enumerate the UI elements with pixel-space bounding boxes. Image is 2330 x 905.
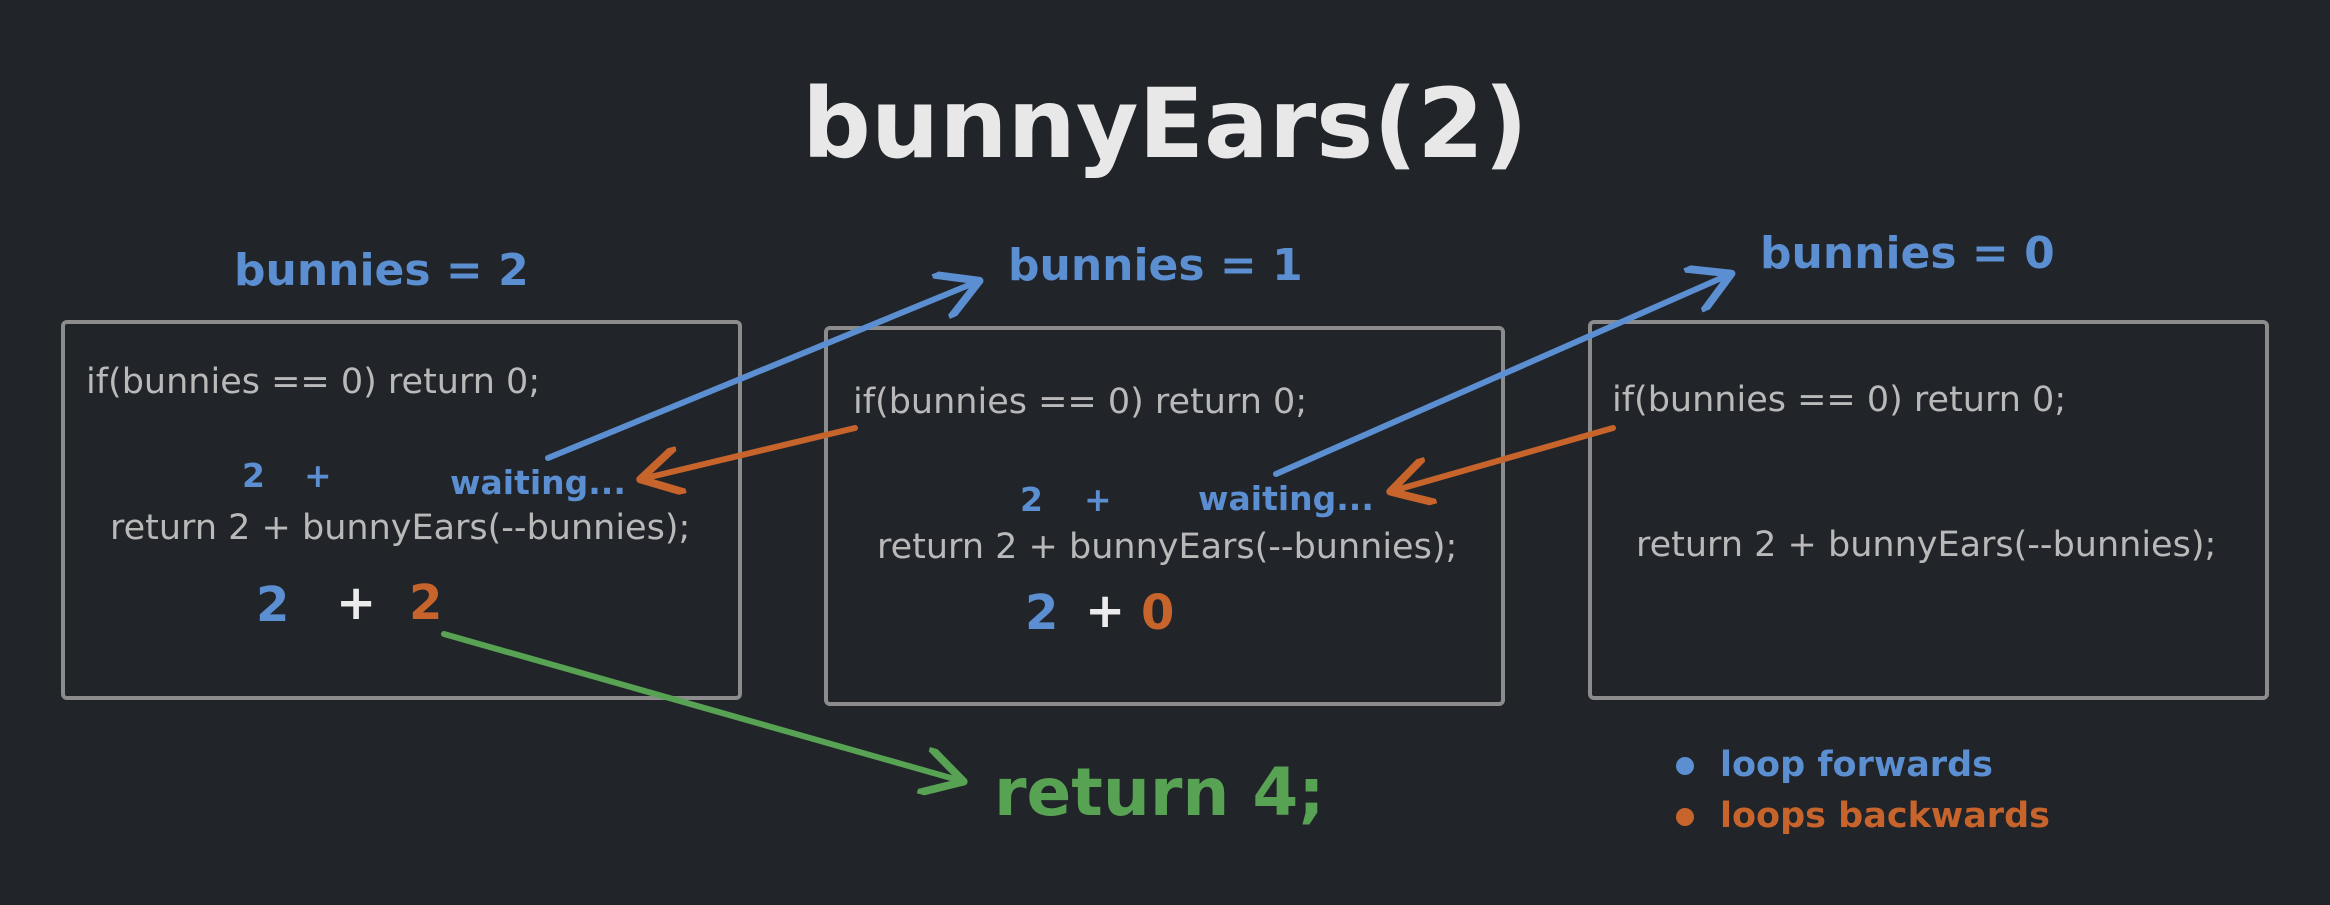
frame-2-result-right: 0 [1141, 585, 1175, 641]
legend-forward-dot [1676, 757, 1694, 775]
frame-1-pending-value: 2 [242, 456, 265, 495]
frame-3-base-case: if(bunnies == 0) return 0; [1612, 380, 2067, 420]
legend-backward-label: loops backwards [1720, 796, 2050, 836]
frame-1-pending-plus: + [304, 456, 332, 495]
frame-1-result-plus: + [336, 575, 377, 631]
frame-2-pending-plus: + [1084, 480, 1112, 519]
frame-1-header: bunnies = 2 [234, 245, 529, 296]
backward-arrow-1 [646, 425, 858, 478]
backward-arrow-2 [1396, 425, 1616, 490]
frame-2-recursive-call: return 2 + bunnyEars(--bunnies); [877, 527, 1458, 567]
stack-frame-2 [824, 326, 1505, 706]
forward-arrow-2 [1273, 276, 1726, 477]
frame-1-result-left: 2 [256, 577, 290, 633]
legend-forward-label: loop forwards [1720, 745, 1993, 785]
frame-2-result-plus: + [1085, 583, 1126, 639]
legend-forward: loop forwards [1676, 745, 1993, 785]
legend-backward-dot [1676, 808, 1694, 826]
stack-frame-1 [61, 320, 742, 700]
frame-3-header: bunnies = 0 [1760, 228, 2055, 279]
frame-1-recursive-call: return 2 + bunnyEars(--bunnies); [110, 508, 691, 548]
frame-2-pending-value: 2 [1020, 480, 1043, 519]
forward-arrow-1 [545, 283, 974, 461]
page-title: bunnyEars(2) [802, 68, 1528, 180]
frame-2-header: bunnies = 1 [1008, 240, 1303, 291]
frame-2-waiting: waiting... [1198, 479, 1374, 518]
frame-1-result-right: 2 [409, 575, 443, 631]
frame-1-waiting: waiting... [450, 463, 626, 502]
stack-frame-3 [1588, 320, 2269, 700]
final-return: return 4; [994, 754, 1325, 831]
frame-2-result-left: 2 [1025, 585, 1059, 641]
frame-3-recursive-call: return 2 + bunnyEars(--bunnies); [1636, 525, 2217, 565]
legend-backward: loops backwards [1676, 796, 2050, 836]
return-arrow [441, 631, 958, 780]
frame-1-base-case: if(bunnies == 0) return 0; [86, 362, 541, 402]
frame-2-base-case: if(bunnies == 0) return 0; [853, 382, 1308, 422]
